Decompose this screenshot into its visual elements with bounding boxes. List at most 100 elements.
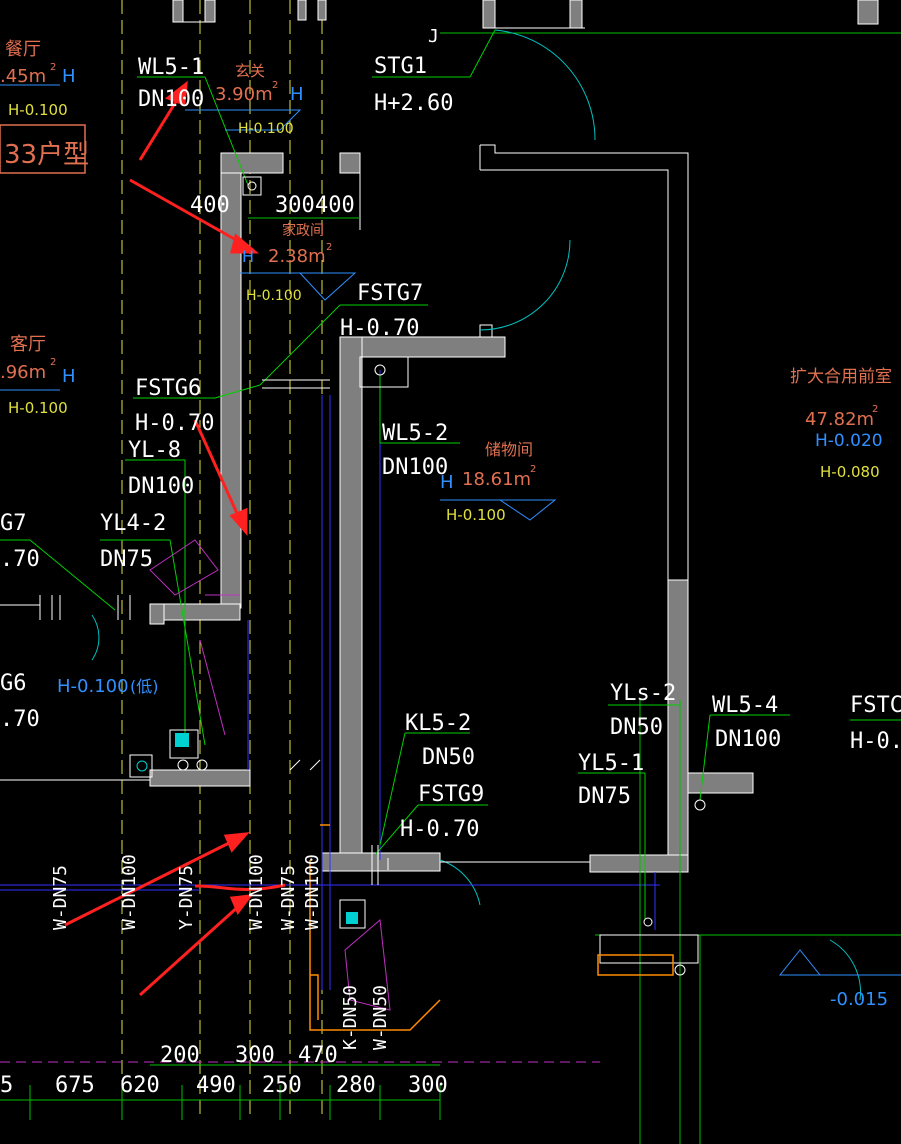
dim-mid-0: 200 bbox=[160, 1043, 200, 1068]
dim-bottom-1: 675 bbox=[55, 1073, 95, 1098]
pipe-0-code: WL5-1 bbox=[138, 55, 204, 80]
door-swings bbox=[91, 29, 861, 1001]
room-lobby-elev-blue: H-0.020 bbox=[815, 431, 883, 451]
valve-ticks bbox=[0, 379, 590, 885]
storage-wall-bottom bbox=[589, 854, 689, 873]
dim-top-0: 400 bbox=[190, 193, 230, 218]
wall-bottom-mid bbox=[321, 852, 441, 872]
room-laundry-sup: 2 bbox=[326, 242, 332, 253]
room-dining-h: H bbox=[62, 66, 76, 87]
room-storage-elev: H-0.100 bbox=[446, 506, 506, 524]
pipe-7-code: YL4-2 bbox=[100, 511, 166, 536]
room-laundry-h: H bbox=[242, 247, 254, 266]
room-living-sup: 2 bbox=[50, 357, 56, 368]
room-laundry-elev: H-0.100 bbox=[246, 288, 302, 304]
room-storage-sup: 2 bbox=[530, 464, 536, 475]
pipe-10-size: DN100 bbox=[715, 727, 781, 752]
riser-1: W-DN50 bbox=[370, 985, 391, 1050]
room-dining-sup: 2 bbox=[50, 62, 56, 73]
room-foyer-sup: 2 bbox=[272, 80, 278, 91]
pipe-1-size: H+2.60 bbox=[374, 91, 453, 116]
red-annotation-arrows bbox=[64, 80, 286, 997]
dim-top-1: 300 bbox=[275, 193, 315, 218]
pipe-6-code: G7 bbox=[0, 511, 27, 536]
pipe-9-code: YLs-2 bbox=[610, 681, 676, 706]
pipe-9-size: DN50 bbox=[610, 715, 663, 740]
top-dimension-labels: 400 300 400 bbox=[190, 193, 355, 218]
room-foyer-h: H bbox=[290, 84, 304, 105]
pipe-12-code: KL5-2 bbox=[405, 711, 471, 736]
dim-bottom-0: 5 bbox=[0, 1073, 13, 1098]
dim-bottom-3: 490 bbox=[196, 1073, 236, 1098]
vpipe-1: W-DN100 bbox=[119, 854, 140, 930]
pipe-13-code: FSTG9 bbox=[418, 782, 484, 807]
room-living-h: H bbox=[62, 366, 76, 387]
plumbing-fixtures bbox=[129, 176, 706, 976]
unit-type-box bbox=[0, 124, 86, 174]
dim-mid-2: 470 bbox=[298, 1043, 338, 1068]
dim-top-2: 400 bbox=[315, 193, 355, 218]
riser-0: K-DN50 bbox=[340, 985, 361, 1050]
room-lobby-sup: 2 bbox=[872, 404, 878, 415]
pipe-4-size: DN100 bbox=[382, 455, 448, 480]
cyan-fixtures bbox=[136, 733, 358, 924]
lower-right-elevation: -0.015 bbox=[830, 989, 888, 1010]
storage-wall-segment bbox=[667, 579, 689, 856]
laundry-walls bbox=[149, 152, 506, 858]
blue-elevation-label: H-0.100 bbox=[57, 676, 129, 697]
room-living-name: 客厅 bbox=[10, 334, 46, 355]
unit-type-label: 33户型 bbox=[4, 140, 89, 170]
vpipe-2: Y-DN75 bbox=[176, 865, 197, 930]
pipe-4-code: WL5-2 bbox=[382, 421, 448, 446]
pipe-12-size: DN50 bbox=[422, 745, 475, 770]
wall-bottom-left bbox=[149, 769, 251, 787]
pipe-3-size: H-0.70 bbox=[135, 411, 214, 436]
pipe-11-size: H-0. bbox=[850, 729, 901, 754]
room-foyer-name: 玄关 bbox=[235, 62, 265, 80]
corner-letter: J bbox=[428, 26, 439, 47]
room-lobby-name: 扩大合用前室 bbox=[790, 367, 892, 387]
vpipe-3: W-DN100 bbox=[246, 854, 267, 930]
top-walls bbox=[172, 0, 879, 29]
room-foyer-elev: H-0.100 bbox=[238, 121, 294, 137]
elevation-markers bbox=[0, 84, 901, 976]
orange-details bbox=[309, 824, 674, 1031]
pipe-8-size: .70 bbox=[0, 707, 40, 732]
pipe-14-code: YL5-1 bbox=[578, 751, 644, 776]
room-storage-area: 18.61m bbox=[462, 469, 531, 490]
dim-bottom-4: 250 bbox=[262, 1073, 302, 1098]
blue-elevation-note: (低) bbox=[130, 677, 159, 696]
vpipe-0: W-DN75 bbox=[50, 865, 71, 930]
pipe-0-size: DN100 bbox=[138, 87, 204, 112]
pipe-11-code: FSTC bbox=[850, 693, 901, 718]
blue-pipes bbox=[0, 370, 660, 990]
room-dining-elev: H-0.100 bbox=[8, 101, 68, 119]
pipe-7-size: DN75 bbox=[100, 547, 153, 572]
pipe-3-code: FSTG6 bbox=[135, 376, 201, 401]
pipe-5-size: DN100 bbox=[128, 474, 194, 499]
pipe-2-code: FSTG7 bbox=[357, 281, 423, 306]
pipe-13-size: H-0.70 bbox=[400, 817, 479, 842]
pipe-1-code: STG1 bbox=[374, 54, 427, 79]
vpipe-5: W-DN100 bbox=[302, 854, 323, 930]
pipe-2-size: H-0.70 bbox=[340, 316, 419, 341]
room-storage-name: 储物间 bbox=[485, 440, 533, 459]
mid-dimension-labels: 200 300 470 bbox=[160, 1043, 338, 1068]
pipe-10-code: WL5-4 bbox=[712, 693, 778, 718]
room-foyer-area: 3.90m bbox=[215, 84, 273, 105]
room-lobby-elev: H-0.080 bbox=[820, 463, 880, 481]
room-laundry-name: 家政间 bbox=[282, 222, 324, 239]
dim-mid-1: 300 bbox=[235, 1043, 275, 1068]
room-dining-name: 餐厅 bbox=[5, 39, 41, 60]
room-lobby-area: 47.82m bbox=[805, 409, 874, 430]
bottom-dimension-labels: 5 675 620 490 250 280 300 bbox=[0, 1073, 448, 1098]
pipe-6-size: .70 bbox=[0, 547, 40, 572]
dim-bottom-2: 620 bbox=[120, 1073, 160, 1098]
room-labels: 餐厅 .45m 2 H H-0.100 玄关 3.90m 2 H H-0.100… bbox=[0, 39, 892, 1010]
room-dining-area: .45m bbox=[0, 66, 46, 87]
pipe-5-code: YL-8 bbox=[128, 438, 181, 463]
magenta-details bbox=[149, 539, 391, 1011]
room-living-area: .96m bbox=[0, 362, 46, 383]
